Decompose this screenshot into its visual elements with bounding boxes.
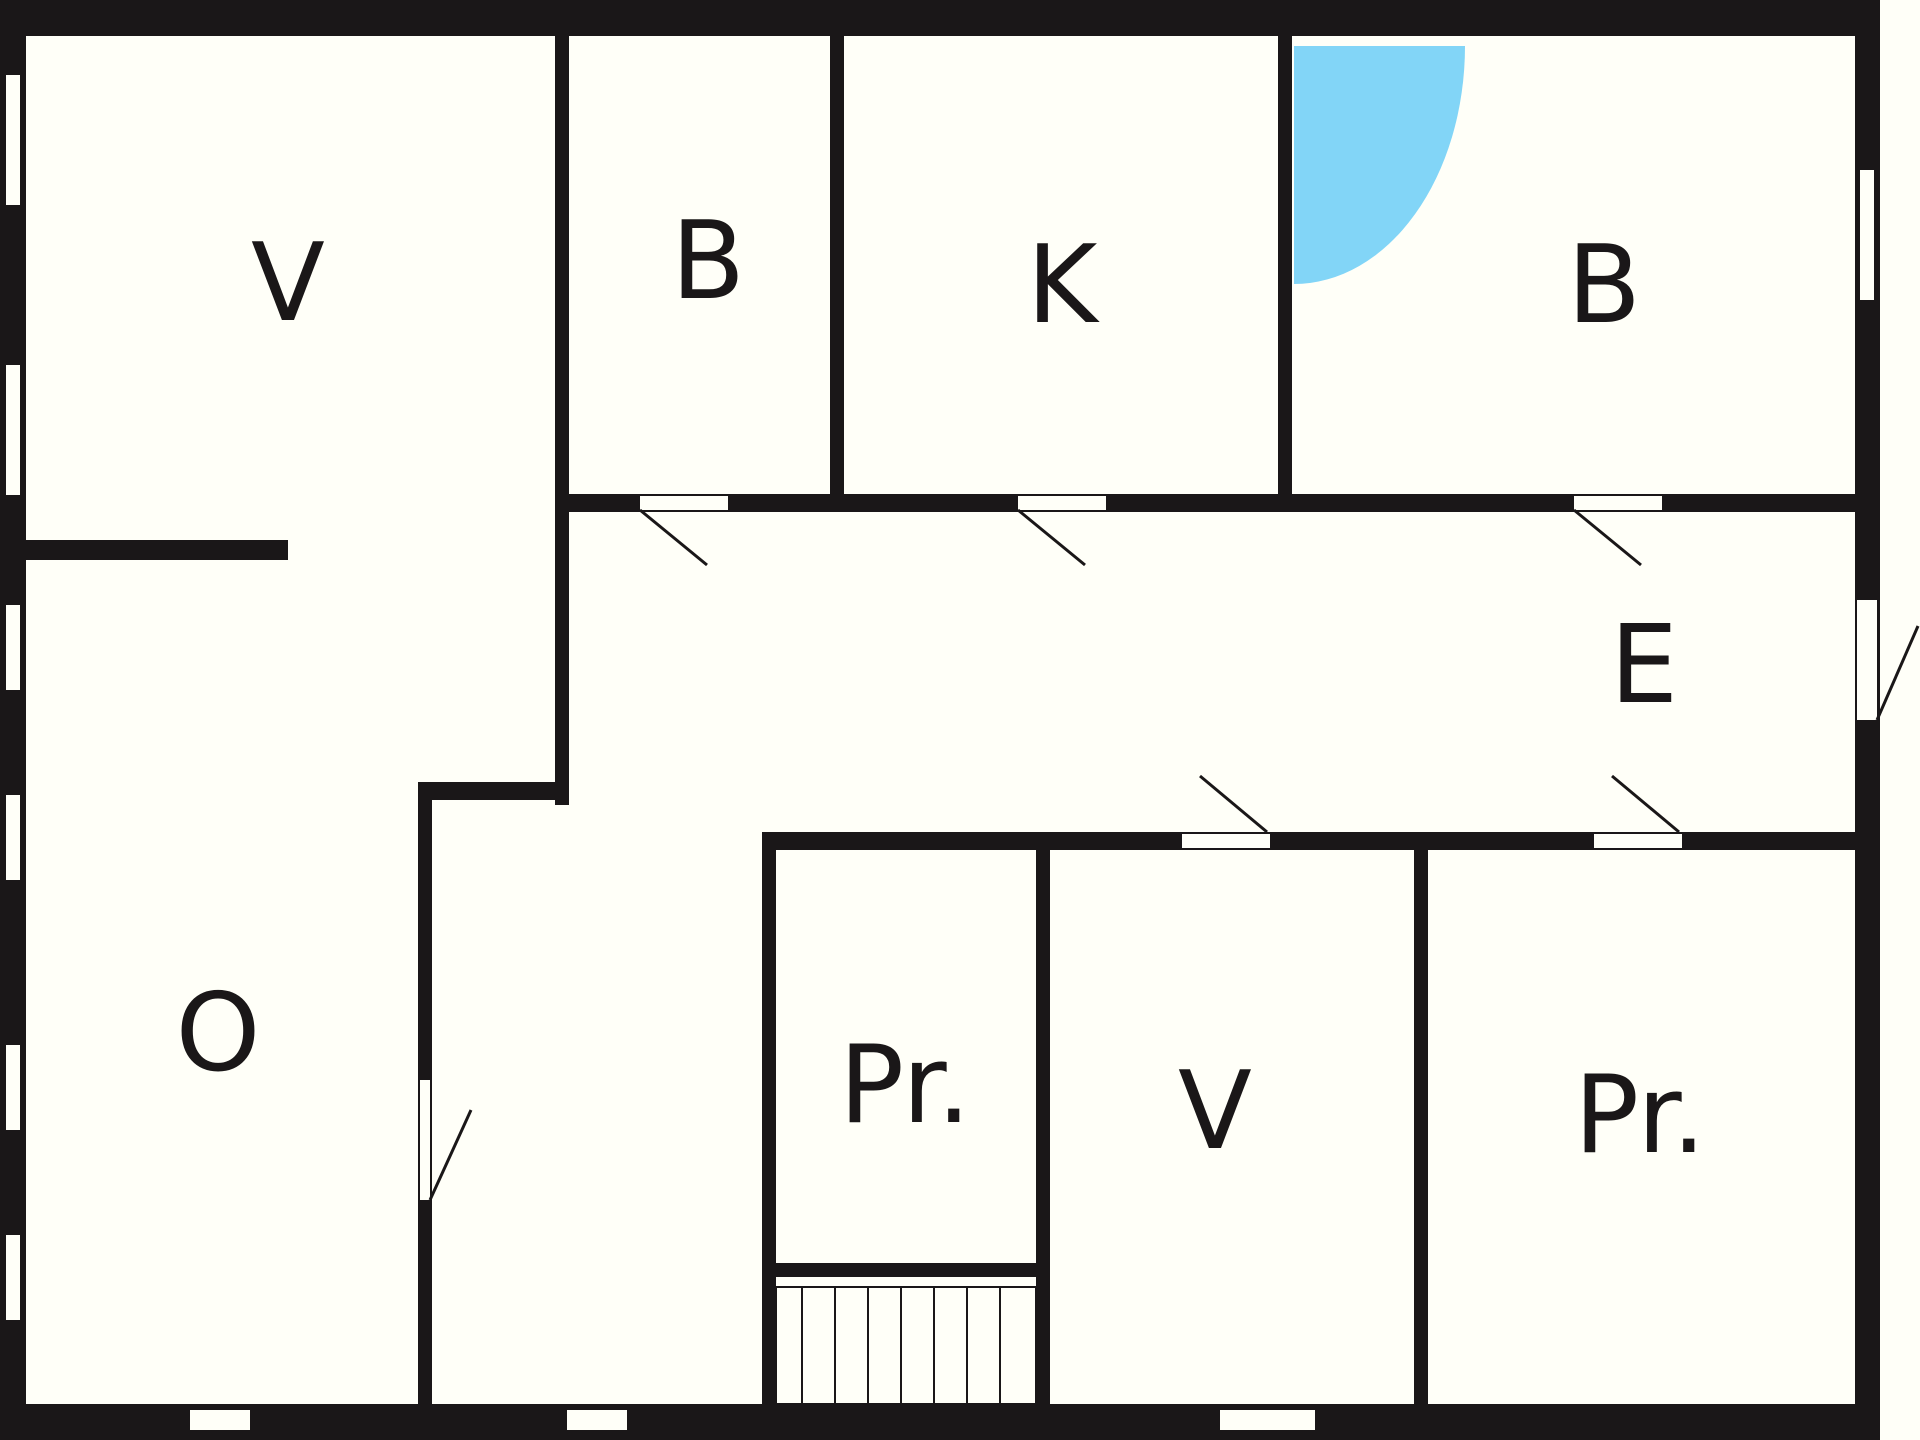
room-label-b-large: B (1567, 223, 1641, 348)
room-label-e: E (1610, 603, 1678, 728)
room-labels: V B K B E O Pr. V Pr. (175, 199, 1706, 1178)
windows (6, 75, 1874, 1430)
room-label-v-topleft: V (251, 221, 325, 346)
door-leaves (428, 508, 1920, 1201)
room-label-pr-left: Pr. (839, 1023, 971, 1148)
room-label-v-bottom: V (1178, 1049, 1252, 1174)
door-swing-arc (1294, 46, 1465, 284)
door-openings (420, 496, 1877, 1200)
staircase (775, 1286, 1037, 1405)
room-label-b-small: B (671, 199, 745, 324)
room-label-pr-right: Pr. (1574, 1053, 1706, 1178)
interior-walls (24, 30, 1858, 1407)
room-label-k: K (1027, 223, 1101, 348)
room-label-o: O (175, 971, 260, 1096)
